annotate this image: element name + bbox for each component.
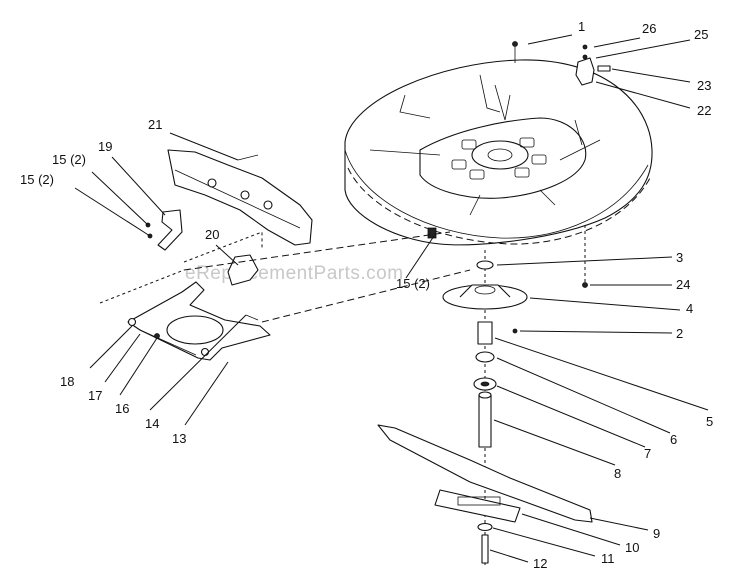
callout-13: 13 bbox=[172, 431, 186, 446]
callout-8: 8 bbox=[614, 466, 621, 481]
deck-linkage-assembly bbox=[127, 281, 271, 361]
deck-lift-bracket bbox=[167, 149, 313, 246]
callout-14: 14 bbox=[145, 416, 159, 431]
callout-15-deck: 15 (2) bbox=[396, 276, 430, 291]
callout-10: 10 bbox=[625, 540, 639, 555]
washer-26 bbox=[582, 44, 588, 50]
washer-11 bbox=[477, 522, 493, 532]
spacer-5 bbox=[477, 321, 493, 345]
callout-9: 9 bbox=[653, 526, 660, 541]
bearing-6 bbox=[475, 351, 495, 363]
callout-23: 23 bbox=[697, 78, 711, 93]
nut-25 bbox=[582, 54, 588, 60]
bracket-22 bbox=[575, 57, 595, 86]
pin-23 bbox=[597, 65, 611, 72]
callout-15-lower: 15 (2) bbox=[20, 172, 54, 187]
callout-15-upper: 15 (2) bbox=[52, 152, 86, 167]
callout-5: 5 bbox=[706, 414, 713, 429]
blade-adapter-10 bbox=[434, 489, 521, 523]
callout-11: 11 bbox=[601, 551, 615, 566]
mower-deck bbox=[344, 41, 653, 246]
callout-21: 21 bbox=[148, 117, 162, 132]
nut-24 bbox=[582, 282, 588, 288]
leader-lines bbox=[74, 34, 709, 563]
watermark: eReplacementParts.com bbox=[185, 263, 404, 284]
callout-3: 3 bbox=[676, 250, 683, 265]
callout-6: 6 bbox=[670, 432, 677, 447]
callout-19: 19 bbox=[98, 139, 112, 154]
spindle-assembly bbox=[377, 260, 593, 564]
spindle-shaft-8 bbox=[478, 394, 492, 448]
bolt-2 bbox=[512, 328, 518, 334]
callout-7: 7 bbox=[644, 446, 651, 461]
callout-26: 26 bbox=[642, 21, 656, 36]
top-hardware bbox=[575, 44, 611, 86]
callout-12: 12 bbox=[533, 556, 547, 571]
callout-17: 17 bbox=[88, 388, 102, 403]
callout-labels: 1 26 25 23 22 21 19 15 (2) 15 (2) 20 15 … bbox=[20, 19, 713, 571]
callout-25: 25 bbox=[694, 27, 708, 42]
callout-2: 2 bbox=[676, 326, 683, 341]
alignment-line-upper bbox=[183, 231, 451, 271]
callout-22: 22 bbox=[697, 103, 711, 118]
callout-24: 24 bbox=[676, 277, 690, 292]
washer-3 bbox=[476, 260, 494, 270]
bracket-19 bbox=[157, 209, 183, 251]
callout-16: 16 bbox=[115, 401, 129, 416]
blade-bolt-12 bbox=[481, 534, 489, 564]
callout-4: 4 bbox=[686, 301, 693, 316]
callout-18: 18 bbox=[60, 374, 74, 389]
alignment-line-lower bbox=[261, 269, 471, 323]
callout-1: 1 bbox=[578, 19, 585, 34]
callout-20: 20 bbox=[205, 227, 219, 242]
blade-9 bbox=[377, 424, 593, 523]
